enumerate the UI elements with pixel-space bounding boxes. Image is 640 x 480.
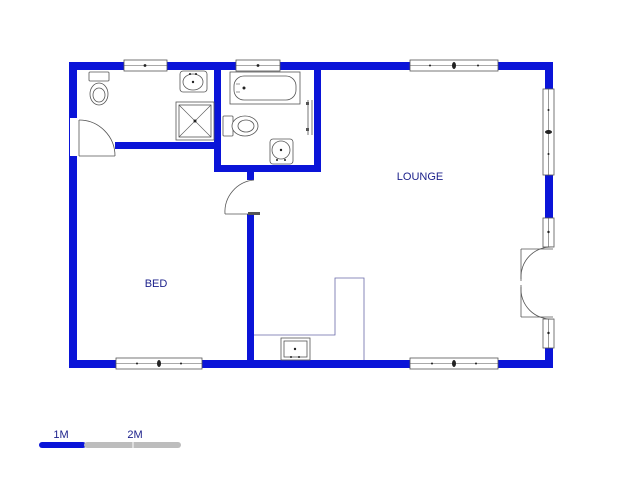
room-label-bed: BED	[145, 278, 168, 290]
window-right-upper	[542, 217, 555, 248]
door-bathroom	[306, 100, 313, 135]
outer-walls	[69, 62, 553, 368]
window-bottom-bed	[115, 357, 203, 370]
window-bottom-lounge	[409, 357, 499, 370]
kitchen-sink-icon	[280, 337, 311, 361]
door-lounge-double	[520, 246, 554, 320]
window-right-lounge	[542, 88, 555, 176]
basin-bathroom-icon	[269, 138, 294, 165]
window-top-lounge	[409, 59, 499, 72]
window-right-lower	[542, 318, 555, 349]
toilet-bathroom-icon	[222, 115, 259, 137]
scale-bar: 1M 2M	[39, 429, 181, 448]
interior-walls	[115, 62, 321, 368]
kitchen-counter	[254, 277, 365, 360]
shower-icon	[175, 101, 215, 141]
fixtures	[88, 70, 365, 361]
doors	[70, 100, 554, 320]
door-bed	[224, 179, 260, 215]
door-ensuite	[70, 118, 116, 157]
window-top-ensuite	[123, 59, 168, 72]
bathtub-icon	[229, 71, 301, 105]
windows	[115, 59, 555, 370]
toilet-ensuite-icon	[88, 71, 110, 106]
window-top-bathroom	[235, 59, 281, 72]
basin-ensuite-icon	[179, 70, 208, 93]
scale-label-1m: 1M	[53, 429, 68, 441]
room-label-lounge: LOUNGE	[397, 171, 443, 183]
scale-label-2m: 2M	[127, 429, 142, 441]
